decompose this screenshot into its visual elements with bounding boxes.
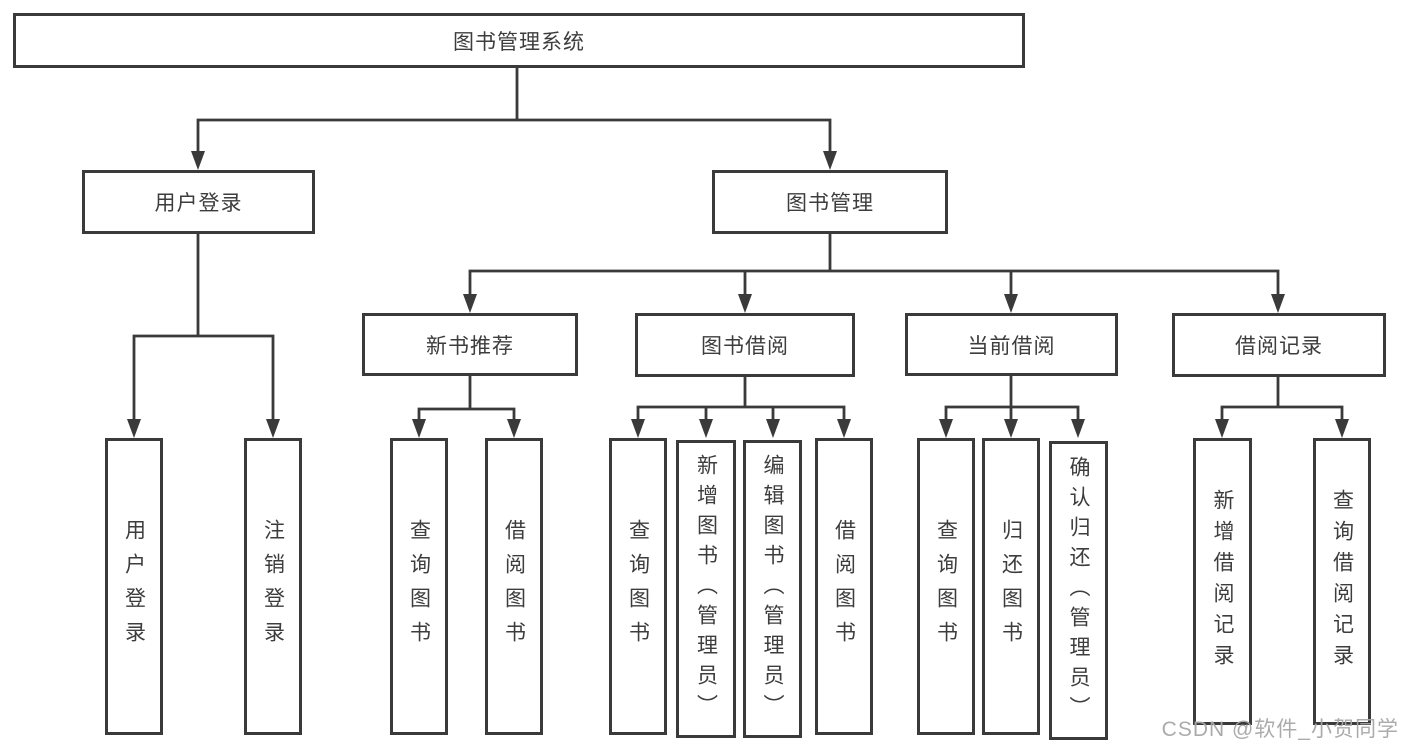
- leaf-query-borrow-record: 查询借阅记录: [1313, 438, 1371, 725]
- leaf-current-query-book: 查询图书: [917, 438, 975, 735]
- leaf-borrow-book: 借阅图书: [815, 438, 873, 735]
- watermark: CSDN @软件_小贺同学: [1161, 718, 1399, 741]
- leaf-recommend-query-book: 查询图书: [390, 438, 448, 735]
- node-borrow-records-label: 借阅记录: [1235, 335, 1323, 358]
- node-new-book-recommend-label: 新书推荐: [426, 334, 514, 358]
- node-current-borrow-label: 当前借阅: [967, 334, 1056, 358]
- leaf-add-borrow-record: 新增借阅记录: [1193, 438, 1252, 725]
- node-book-management: 图书管理: [712, 170, 948, 234]
- leaf-user-login: 用户登录: [105, 438, 163, 735]
- node-book-management-label: 图书管理: [786, 192, 874, 215]
- node-root: 图书管理系统: [13, 13, 1025, 68]
- leaf-logout: 注销登录: [244, 438, 302, 735]
- node-user-login: 用户登录: [82, 170, 315, 234]
- leaf-return-book: 归还图书: [982, 438, 1040, 735]
- node-current-borrow: 当前借阅: [905, 313, 1118, 376]
- leaf-borrow-query-book: 查询图书: [609, 438, 667, 735]
- node-borrow-records: 借阅记录: [1172, 313, 1386, 377]
- leaf-add-book-admin: 新增图书（管理员）: [676, 440, 736, 738]
- node-root-label: 图书管理系统: [453, 30, 585, 54]
- leaf-recommend-borrow-book: 借阅图书: [485, 438, 543, 735]
- node-user-login-label: 用户登录: [154, 192, 243, 215]
- leaf-confirm-return-admin: 确认归还（管理员）: [1049, 441, 1108, 740]
- node-book-borrow-label: 图书借阅: [701, 335, 789, 358]
- node-book-borrow: 图书借阅: [635, 313, 855, 377]
- leaf-edit-book-admin: 编辑图书（管理员）: [743, 440, 802, 738]
- node-new-book-recommend: 新书推荐: [362, 313, 578, 376]
